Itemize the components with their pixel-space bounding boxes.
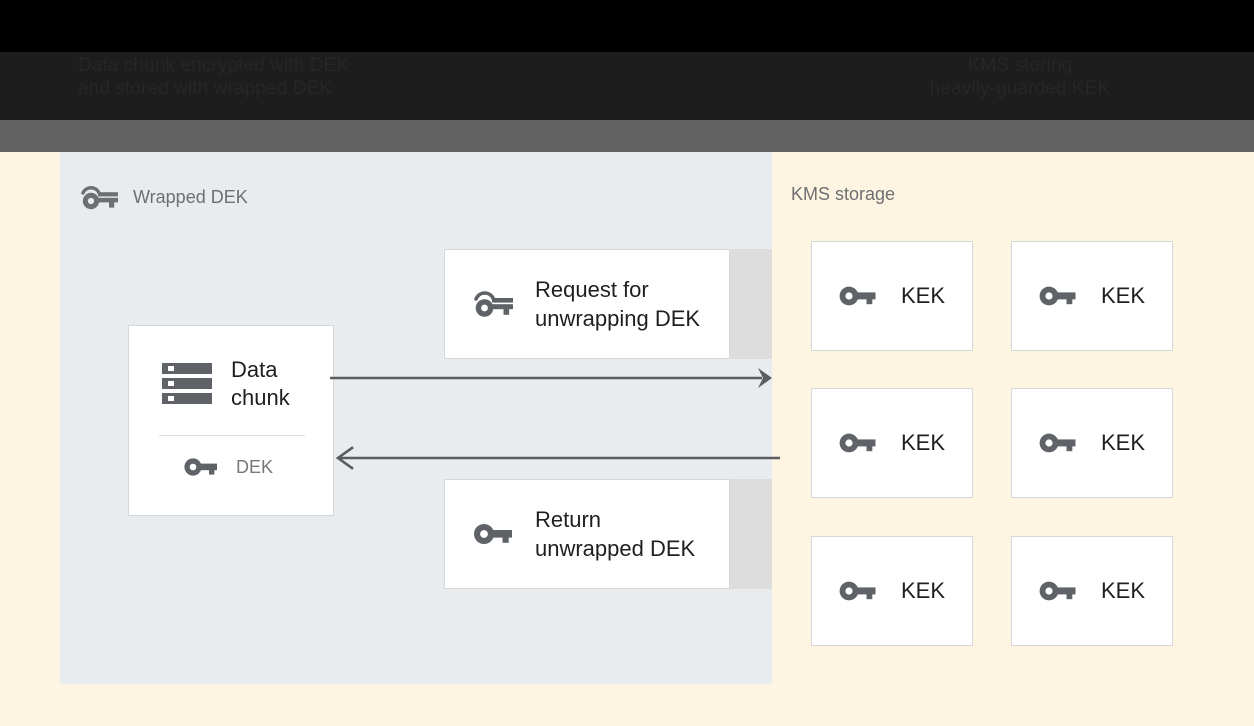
kek-card[interactable]: KEK	[1011, 241, 1173, 351]
key-icon	[839, 284, 879, 308]
key-icon	[1039, 579, 1079, 603]
gray-band-notch	[0, 120, 78, 152]
key-icon	[1039, 284, 1079, 308]
kek-label: KEK	[900, 283, 946, 308]
banner-strip	[0, 52, 1254, 120]
return-card-tab	[730, 479, 772, 589]
arrow-from-kms	[335, 446, 780, 470]
data-chunk-card[interactable]: Data chunk DEK	[128, 325, 334, 516]
key-icon	[839, 431, 879, 455]
storage-icon	[161, 360, 213, 408]
kek-label: KEK	[1100, 283, 1146, 308]
wrapped-key-icon	[473, 289, 515, 319]
kek-card[interactable]: KEK	[811, 388, 973, 498]
request-unwrap-card[interactable]: Request for unwrapping DEK	[444, 249, 730, 359]
kms-storage-label-text: KMS storage	[791, 184, 896, 204]
kms-storage-label: KMS storage	[791, 184, 895, 205]
data-chunk-header: Data chunk	[129, 326, 333, 412]
gray-band	[0, 120, 1254, 152]
wrapped-dek-label-text: Wrapped DEK	[133, 186, 248, 207]
key-icon	[1039, 431, 1079, 455]
request-unwrap-text: Request for unwrapping DEK	[535, 277, 701, 331]
wrapped-key-icon	[80, 184, 120, 210]
wrapped-dek-panel-label: Wrapped DEK	[80, 184, 248, 210]
card-divider	[159, 435, 305, 436]
dek-label: DEK	[236, 456, 274, 477]
data-chunk-title: Data chunk	[231, 357, 290, 410]
kek-label: KEK	[1100, 578, 1146, 603]
key-icon	[184, 456, 218, 478]
key-icon	[473, 521, 515, 547]
top-black-bar	[0, 0, 1254, 52]
dek-row: DEK	[129, 436, 333, 478]
kek-card[interactable]: KEK	[811, 536, 973, 646]
kek-card[interactable]: KEK	[811, 241, 973, 351]
banner-caption-right: KMS storing heavily-guarded KEK	[929, 55, 1111, 99]
request-card-tab	[730, 249, 772, 359]
return-unwrapped-text: Return unwrapped DEK	[535, 507, 696, 561]
kek-card[interactable]: KEK	[1011, 536, 1173, 646]
kek-label: KEK	[1100, 430, 1146, 455]
key-icon	[839, 579, 879, 603]
kek-label: KEK	[900, 430, 946, 455]
kek-label: KEK	[900, 578, 946, 603]
kek-card[interactable]: KEK	[1011, 388, 1173, 498]
return-unwrapped-card[interactable]: Return unwrapped DEK	[444, 479, 730, 589]
banner-caption-left: Data chunk encrypted with DEK and stored…	[78, 55, 350, 99]
arrow-to-kms	[330, 368, 772, 388]
